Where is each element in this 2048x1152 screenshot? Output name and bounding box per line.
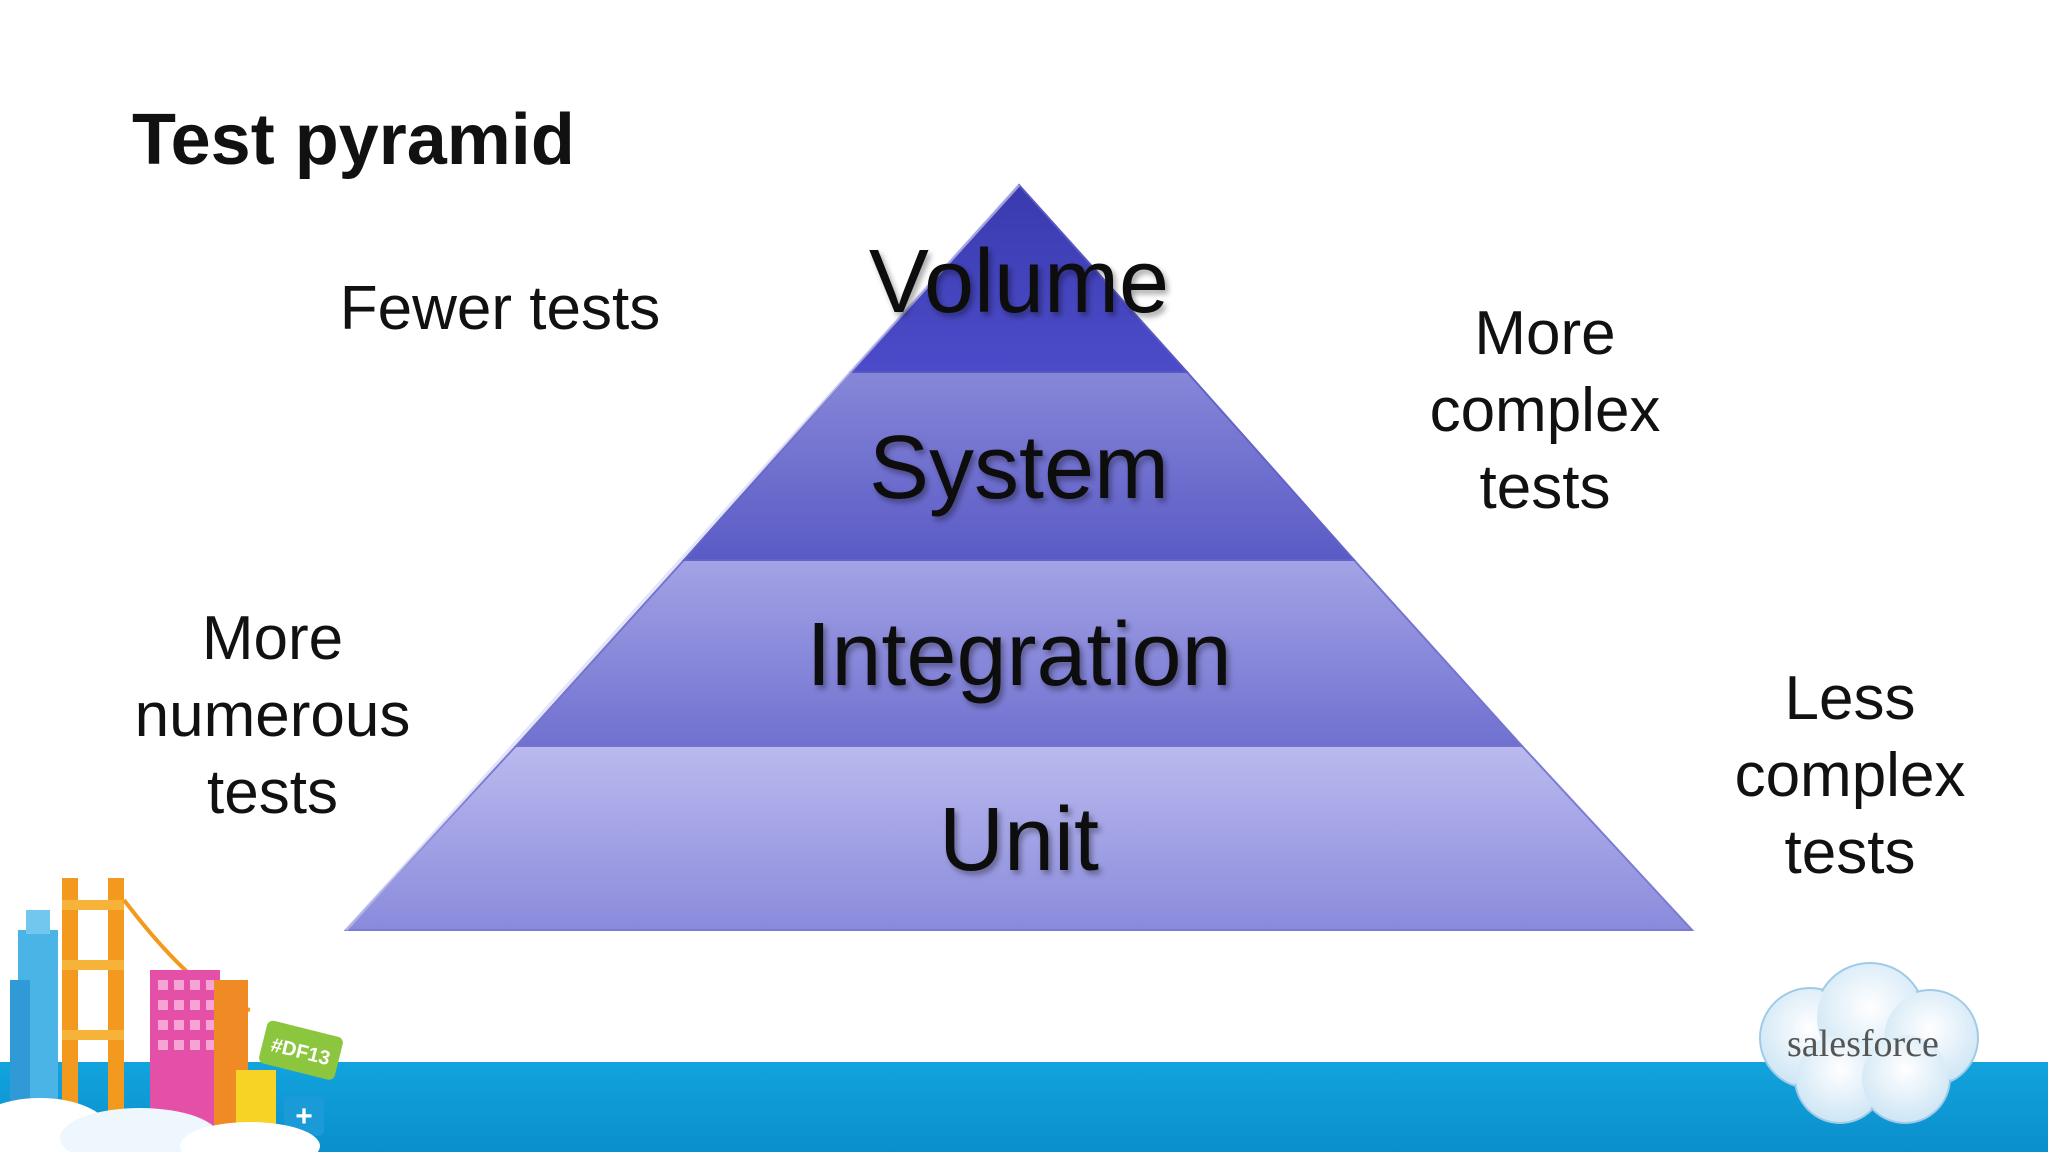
- footer-band: [0, 1062, 2048, 1152]
- tier-label-unit: Unit: [939, 790, 1099, 890]
- note-more-numerous-tests: More numerous tests: [134, 604, 411, 827]
- slide-title: Test pyramid: [132, 100, 575, 180]
- tier-label-volume: Volume: [869, 232, 1169, 332]
- plus-icon: +: [295, 1100, 313, 1133]
- note-more-complex-tests: More complex tests: [1429, 299, 1661, 522]
- tier-label-integration: Integration: [806, 605, 1231, 705]
- dreamforce-city-illustration: #DF13 +: [0, 878, 343, 1152]
- tier-label-system: System: [869, 418, 1169, 518]
- salesforce-cloud-logo: [1759, 962, 1979, 1124]
- salesforce-logo-text: salesforce: [1787, 1023, 1939, 1065]
- note-less-complex-tests: Less complex tests: [1734, 664, 1966, 887]
- note-fewer-tests: Fewer tests: [339, 274, 661, 343]
